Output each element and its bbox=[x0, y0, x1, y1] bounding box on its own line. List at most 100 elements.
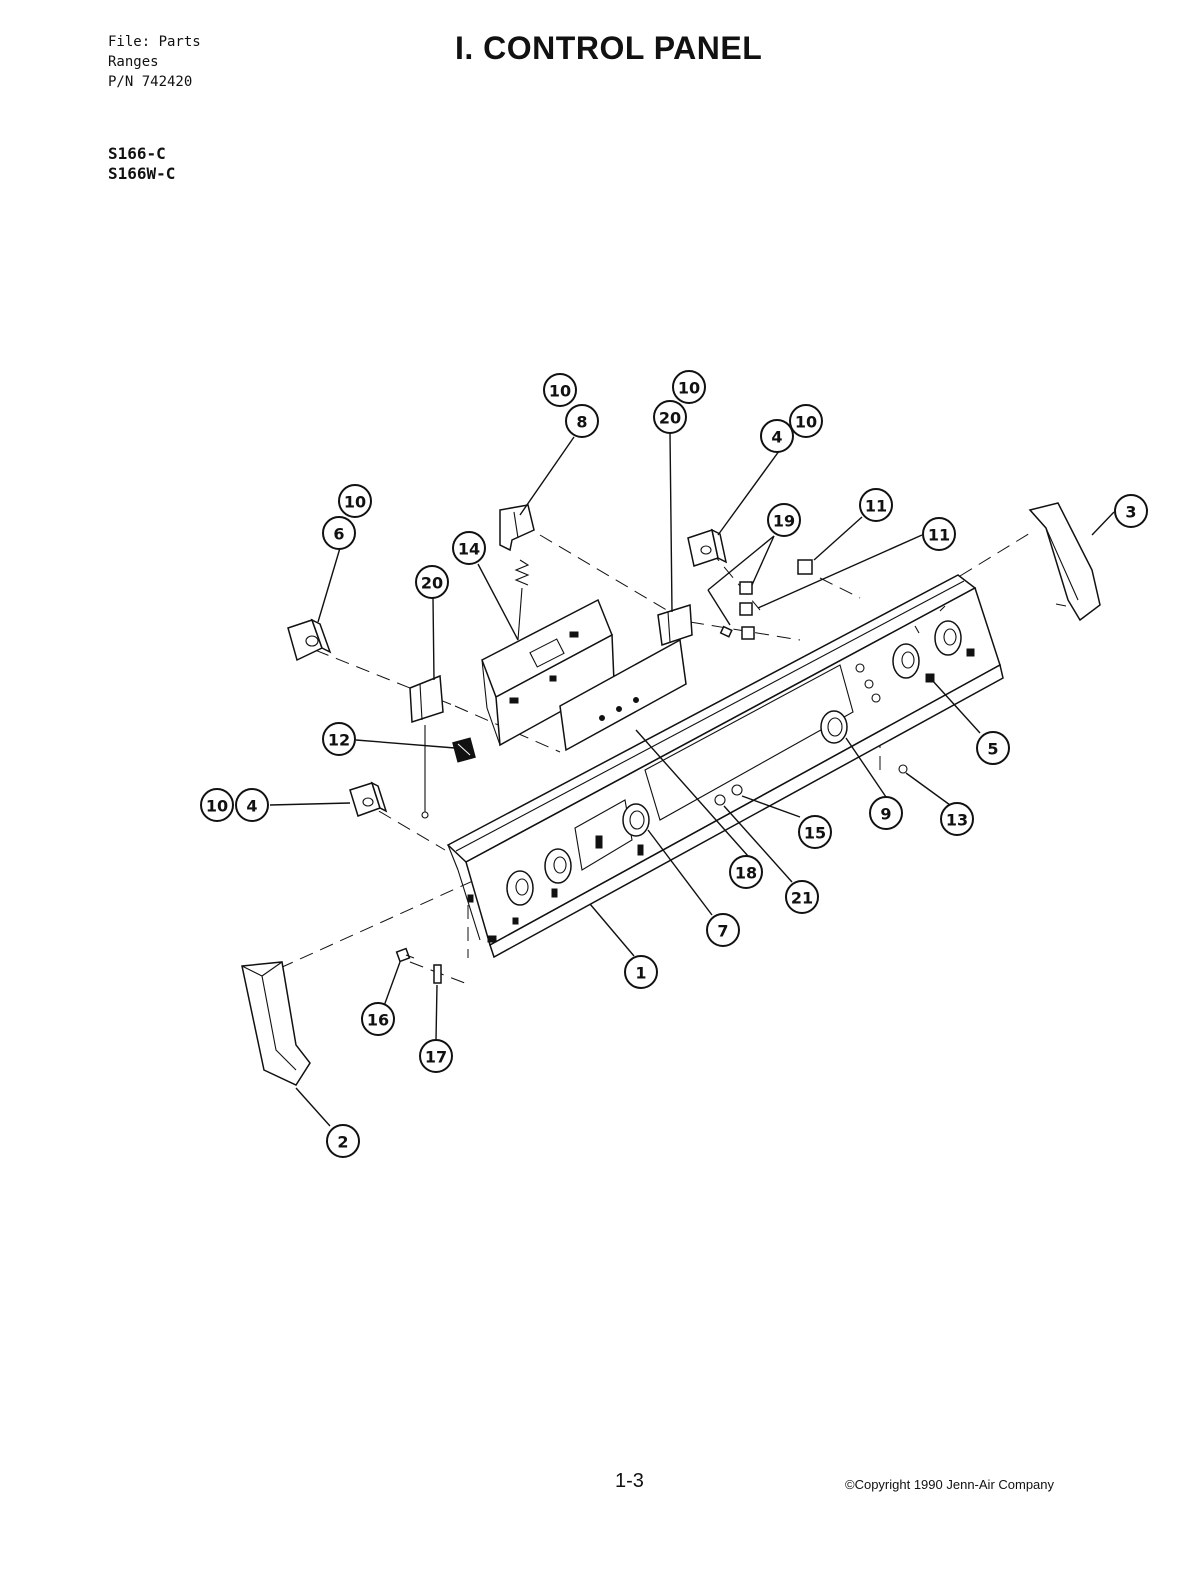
callout-circle bbox=[729, 855, 763, 889]
callout-3: 3 bbox=[1114, 494, 1148, 528]
display-panel bbox=[559, 638, 687, 752]
callout-7: 7 bbox=[706, 913, 740, 947]
callout-circle bbox=[653, 400, 687, 434]
callout-label: 3 bbox=[1125, 503, 1136, 522]
callout-circle bbox=[706, 913, 740, 947]
end-cap-right bbox=[1028, 502, 1101, 622]
callout-10: 10 bbox=[200, 788, 234, 822]
callout-label: 19 bbox=[773, 512, 795, 531]
page-number: 1-3 bbox=[615, 1470, 644, 1492]
callout-16: 16 bbox=[361, 1002, 395, 1036]
callout-circle bbox=[785, 880, 819, 914]
callout-4: 4 bbox=[235, 788, 269, 822]
callout-label: 14 bbox=[458, 540, 480, 559]
callout-circle bbox=[338, 484, 372, 518]
indicator-lamps bbox=[719, 559, 813, 640]
callout-10: 10 bbox=[543, 373, 577, 407]
callout-21: 21 bbox=[785, 880, 819, 914]
callout-12: 12 bbox=[322, 722, 356, 756]
callout-leaders bbox=[269, 432, 1115, 1127]
callout-10: 10 bbox=[338, 484, 372, 518]
end-cap-left bbox=[241, 961, 311, 1086]
part-number-line: P/N 742420 bbox=[108, 74, 193, 90]
callout-label: 16 bbox=[367, 1011, 389, 1030]
callout-10: 10 bbox=[672, 370, 706, 404]
callout-circle bbox=[624, 955, 658, 989]
callout-circle bbox=[543, 373, 577, 407]
callout-circle bbox=[326, 1124, 360, 1158]
callout-6: 6 bbox=[322, 516, 356, 550]
callout-circle bbox=[798, 815, 832, 849]
callout-14: 14 bbox=[452, 531, 486, 565]
connector bbox=[452, 737, 476, 763]
model-list: S166-C S166W-C bbox=[108, 144, 175, 184]
callout-label: 10 bbox=[344, 493, 366, 512]
callout-11: 11 bbox=[859, 488, 893, 522]
callout-circle bbox=[976, 731, 1010, 765]
control-panel-body bbox=[446, 574, 1004, 959]
callout-circle bbox=[452, 531, 486, 565]
callout-17: 17 bbox=[419, 1039, 453, 1073]
callout-circle bbox=[1114, 494, 1148, 528]
callout-label: 17 bbox=[425, 1048, 447, 1067]
callout-label: 10 bbox=[206, 797, 228, 816]
bracket-center bbox=[657, 604, 693, 646]
callout-label: 10 bbox=[795, 413, 817, 432]
callout-2: 2 bbox=[326, 1124, 360, 1158]
callout-label: 18 bbox=[735, 864, 757, 883]
callout-label: 5 bbox=[987, 740, 998, 759]
callout-circle bbox=[322, 516, 356, 550]
callout-label: 6 bbox=[333, 525, 344, 544]
switch-left-upper bbox=[287, 618, 332, 662]
callout-label: 4 bbox=[771, 428, 782, 447]
callout-circle bbox=[322, 722, 356, 756]
bracket-left bbox=[409, 674, 444, 819]
switch-top bbox=[687, 528, 728, 567]
callout-label: 2 bbox=[337, 1133, 348, 1152]
callout-label: 8 bbox=[576, 413, 587, 432]
panel-knobs bbox=[506, 620, 962, 906]
callout-20: 20 bbox=[653, 400, 687, 434]
callout-10: 10 bbox=[789, 404, 823, 438]
callout-circle bbox=[200, 788, 234, 822]
callout-circle bbox=[789, 404, 823, 438]
callout-5: 5 bbox=[976, 731, 1010, 765]
page-title: I. CONTROL PANEL bbox=[455, 30, 763, 66]
callout-label: 1 bbox=[635, 964, 646, 983]
model-line: S166W-C bbox=[108, 164, 176, 183]
callout-label: 10 bbox=[678, 379, 700, 398]
callout-18: 18 bbox=[729, 855, 763, 889]
copyright-notice: ©Copyright 1990 Jenn-Air Company bbox=[845, 1477, 1055, 1492]
callout-19: 19 bbox=[767, 503, 801, 537]
file-line: File: Parts bbox=[108, 34, 201, 50]
callout-label: 10 bbox=[549, 382, 571, 401]
callout-8: 8 bbox=[565, 404, 599, 438]
callout-circle bbox=[361, 1002, 395, 1036]
switch-left-lower bbox=[349, 781, 388, 817]
callout-13: 13 bbox=[940, 802, 974, 836]
callout-label: 7 bbox=[717, 922, 728, 941]
callout-20: 20 bbox=[415, 565, 449, 599]
callout-label: 20 bbox=[659, 409, 681, 428]
bracket-upper bbox=[499, 504, 535, 641]
callout-circle bbox=[565, 404, 599, 438]
callout-label: 21 bbox=[791, 889, 813, 908]
callout-label: 11 bbox=[928, 526, 950, 545]
control-board bbox=[481, 598, 615, 747]
callout-15: 15 bbox=[798, 815, 832, 849]
callout-circle bbox=[235, 788, 269, 822]
callout-label: 4 bbox=[246, 797, 257, 816]
callout-label: 13 bbox=[946, 811, 968, 830]
callout-circle bbox=[419, 1039, 453, 1073]
callout-circle bbox=[922, 517, 956, 551]
callout-circle bbox=[859, 488, 893, 522]
callout-label: 11 bbox=[865, 497, 887, 516]
callout-circle bbox=[940, 802, 974, 836]
screw bbox=[395, 947, 415, 963]
callout-label: 9 bbox=[880, 805, 891, 824]
callout-circle bbox=[672, 370, 706, 404]
category-line: Ranges bbox=[108, 54, 159, 70]
callout-circle bbox=[415, 565, 449, 599]
